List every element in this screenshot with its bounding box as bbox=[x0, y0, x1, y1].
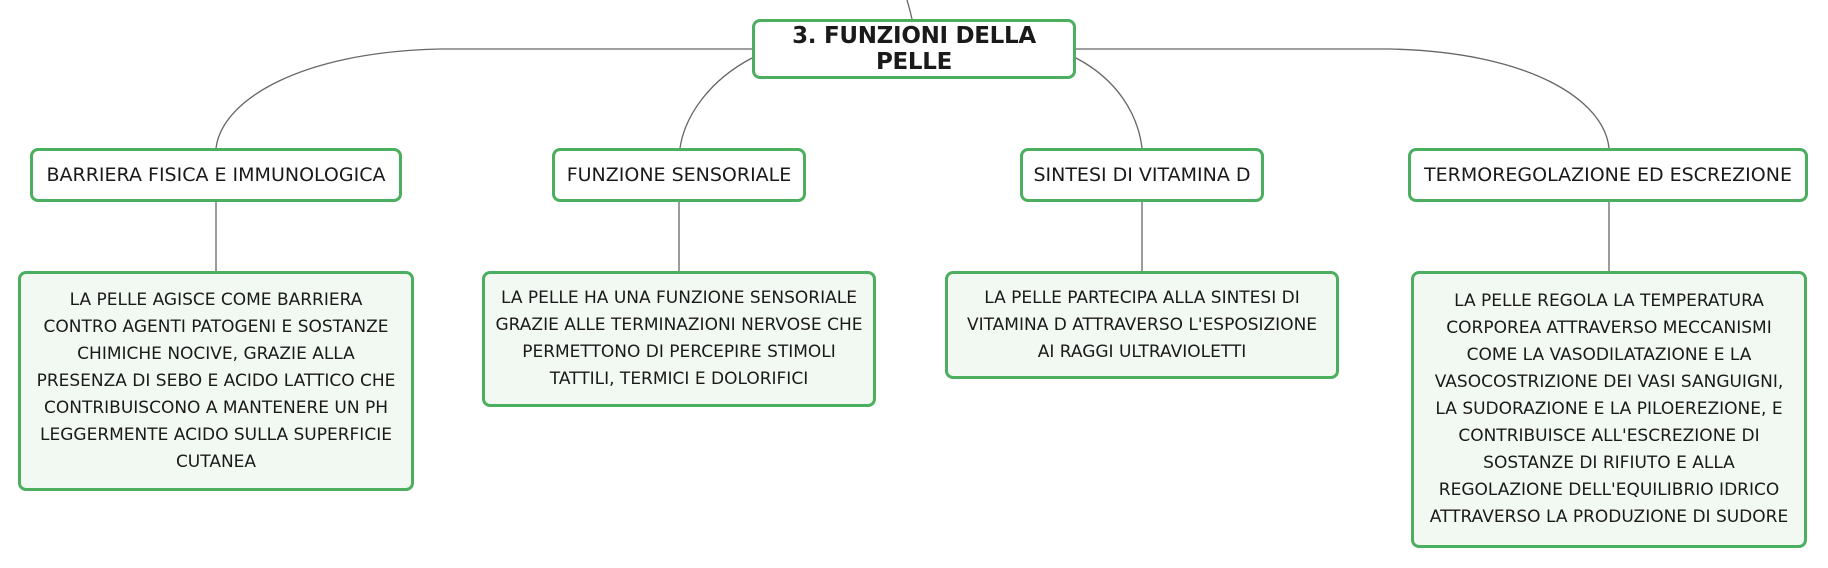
root-title: 3. FUNZIONI DELLA PELLE bbox=[792, 23, 1036, 75]
detail-text: LA PELLE PARTECIPA ALLA SINTESI DI VITAM… bbox=[966, 287, 1318, 362]
branch-node-termoregolazione[interactable]: TERMOREGOLAZIONE ED ESCREZIONE bbox=[1408, 148, 1808, 202]
root-node[interactable]: 3. FUNZIONI DELLA PELLE bbox=[752, 19, 1076, 79]
detail-text: LA PELLE REGOLA LA TEMPERATURA CORPOREA … bbox=[1429, 291, 1789, 527]
connector-root-branch-2 bbox=[679, 57, 753, 149]
branch-title: FUNZIONE SENSORIALE bbox=[566, 164, 792, 186]
connector-root-branch-3 bbox=[1075, 57, 1143, 149]
branch-node-sensoriale[interactable]: FUNZIONE SENSORIALE bbox=[552, 148, 806, 202]
detail-text: LA PELLE AGISCE COME BARRIERA CONTRO AGE… bbox=[36, 289, 396, 472]
branch-node-vitamina-d[interactable]: SINTESI DI VITAMINA D bbox=[1020, 148, 1264, 202]
branch-title: SINTESI DI VITAMINA D bbox=[1033, 164, 1251, 186]
connector-parent bbox=[906, 0, 913, 20]
detail-node-vitamina-d[interactable]: LA PELLE PARTECIPA ALLA SINTESI DI VITAM… bbox=[945, 271, 1339, 379]
detail-text: LA PELLE HA UNA FUNZIONE SENSORIALE GRAZ… bbox=[495, 288, 863, 389]
detail-node-termoregolazione[interactable]: LA PELLE REGOLA LA TEMPERATURA CORPOREA … bbox=[1411, 271, 1807, 548]
detail-node-barriera[interactable]: LA PELLE AGISCE COME BARRIERA CONTRO AGE… bbox=[18, 271, 414, 491]
branch-node-barriera[interactable]: BARRIERA FISICA E IMMUNOLOGICA bbox=[30, 148, 402, 202]
detail-node-sensoriale[interactable]: LA PELLE HA UNA FUNZIONE SENSORIALE GRAZ… bbox=[482, 271, 876, 407]
branch-title: BARRIERA FISICA E IMMUNOLOGICA bbox=[46, 164, 386, 186]
branch-title: TERMOREGOLAZIONE ED ESCREZIONE bbox=[1424, 164, 1792, 186]
connector-root-branch-4 bbox=[1076, 48, 1610, 149]
connector-root-branch-1 bbox=[215, 48, 752, 149]
